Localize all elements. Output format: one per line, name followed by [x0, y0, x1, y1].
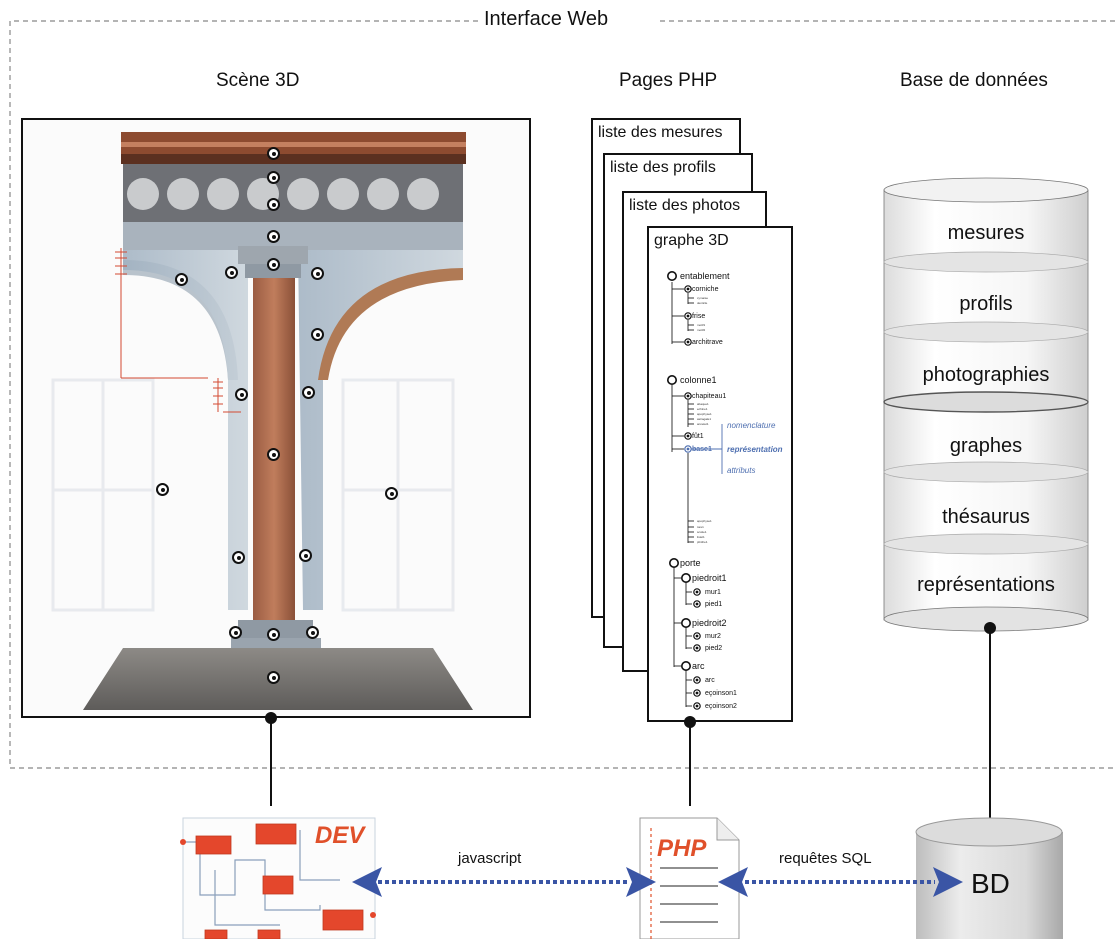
db-table-graphes[interactable]: graphes — [949, 435, 1023, 457]
measure-point-icon[interactable] — [311, 267, 324, 280]
graph-label-tore: tore1 — [697, 525, 704, 529]
graph-label-chapiteau: chapiteau1 — [692, 393, 727, 400]
measure-point-icon[interactable] — [225, 266, 238, 279]
php-document-icon — [639, 817, 740, 939]
section-title-database: Base de données — [900, 70, 1048, 91]
measure-point-icon[interactable] — [267, 147, 280, 160]
measure-point-icon[interactable] — [156, 483, 169, 496]
graph-label-echine: echine1 — [697, 407, 708, 411]
measure-point-icon[interactable] — [267, 448, 280, 461]
graph-label-colonne: colonne1 — [680, 375, 717, 385]
node-porte — [668, 557, 679, 568]
graph-label-piedroit1: piedroit1 — [692, 573, 727, 583]
graph-label-porte: porte — [680, 558, 701, 568]
graph-label-mur2: mur2 — [705, 633, 721, 640]
measure-point-icon[interactable] — [267, 171, 280, 184]
php-page-title: liste des profils — [610, 159, 716, 176]
db-table-mesures[interactable]: mesures — [947, 222, 1025, 244]
connector-dot-scene — [265, 712, 277, 724]
scene3d-render — [23, 120, 529, 716]
graph-label-pied1: pied1 — [705, 601, 723, 608]
graph-label-plinthe: plinthe1 — [697, 540, 708, 544]
measure-point-icon[interactable] — [299, 549, 312, 562]
measure-point-icon[interactable] — [267, 258, 280, 271]
node-piedroit1 — [680, 572, 691, 583]
measure-point-icon[interactable] — [302, 386, 315, 399]
dev-icon — [180, 817, 376, 939]
graph-label-architrave: architrave — [692, 339, 723, 346]
graph-label-mur1: mur1 — [705, 589, 721, 596]
measure-point-icon[interactable] — [267, 198, 280, 211]
measure-point-icon[interactable] — [229, 626, 242, 639]
php-page-title: liste des mesures — [598, 124, 723, 141]
graph-label-ecoinson2: eçoinson2 — [705, 703, 737, 710]
dev-label: DEV — [315, 822, 365, 849]
node-arc-group — [680, 660, 691, 671]
graph-label-fut: fût1 — [692, 433, 704, 440]
graph-label-pied2: pied2 — [705, 645, 723, 652]
measure-point-icon[interactable] — [306, 626, 319, 639]
graph-label-motif1: motif1 — [697, 323, 706, 327]
db-table-profils[interactable]: profils — [959, 293, 1013, 315]
php-label: PHP — [657, 835, 707, 862]
node-entablement — [666, 270, 677, 281]
measure-point-icon[interactable] — [267, 671, 280, 684]
measure-point-icon[interactable] — [311, 328, 324, 341]
php-page-title: graphe 3D — [654, 232, 729, 249]
connector-dot-db — [984, 622, 996, 634]
measure-point-icon[interactable] — [267, 230, 280, 243]
graph-label-entablement: entablement — [680, 271, 730, 281]
graph-label-annelet: annelet1 — [697, 422, 709, 426]
graph-label-cymaise: cymaise — [697, 296, 709, 300]
arrow-sql — [718, 867, 963, 897]
node-piedroit2 — [680, 617, 691, 628]
graph-label-arc-group: arc — [692, 661, 705, 671]
graph-label-arc: arc — [705, 677, 715, 684]
php-page-graphe3d[interactable]: graphe 3D — [647, 226, 793, 722]
measure-point-icon[interactable] — [385, 487, 398, 500]
db-table-thesaurus[interactable]: thésaurus — [942, 506, 1030, 528]
measure-point-icon[interactable] — [235, 388, 248, 401]
graph-label-apophyse-b: apophyse1 — [697, 519, 712, 523]
arrow-javascript — [352, 867, 656, 897]
section-title-php: Pages PHP — [619, 70, 718, 91]
annotation-nomenclature: nomenclature — [727, 421, 776, 430]
graph-label-piedroit2: piedroit2 — [692, 618, 727, 628]
db-table-representations[interactable]: représentations — [917, 574, 1055, 596]
graph-label-frise: frise — [692, 313, 706, 320]
graph-label-scotie: scotie1 — [697, 530, 707, 534]
graph-label-listel: listel1 — [697, 535, 705, 539]
connector-dot-php — [684, 716, 696, 728]
graph-label-astragale: astragale1 — [697, 417, 712, 421]
php-page-title: liste des photos — [629, 197, 741, 214]
measure-point-icon[interactable] — [232, 551, 245, 564]
web-interface-frame — [9, 20, 1115, 769]
interface-web-title: Interface Web — [484, 8, 609, 30]
graph-label-ecoinson1: eçoinson1 — [705, 690, 737, 697]
bd-label: BD — [971, 868, 1010, 899]
graph-label-base: base1 — [692, 446, 712, 453]
graph-label-abaque: abaque1 — [697, 402, 709, 406]
annotation-attributs: attributs — [727, 466, 756, 475]
graph-label-corniche: corniche — [692, 286, 719, 293]
graph-label-apophyse-c: apophyse1 — [697, 412, 712, 416]
db-table-photographies[interactable]: photographies — [922, 364, 1050, 386]
sql-label: requêtes SQL — [779, 850, 872, 867]
javascript-label: javascript — [458, 850, 522, 867]
section-title-scene3d: Scène 3D — [216, 70, 300, 91]
node-colonne — [666, 374, 677, 385]
annotation-representation: représentation — [727, 445, 783, 454]
graph-label-denticle: denticle — [697, 301, 708, 305]
measure-point-icon[interactable] — [267, 628, 280, 641]
graph-label-motif2: motif2 — [697, 328, 706, 332]
measure-point-icon[interactable] — [175, 273, 188, 286]
